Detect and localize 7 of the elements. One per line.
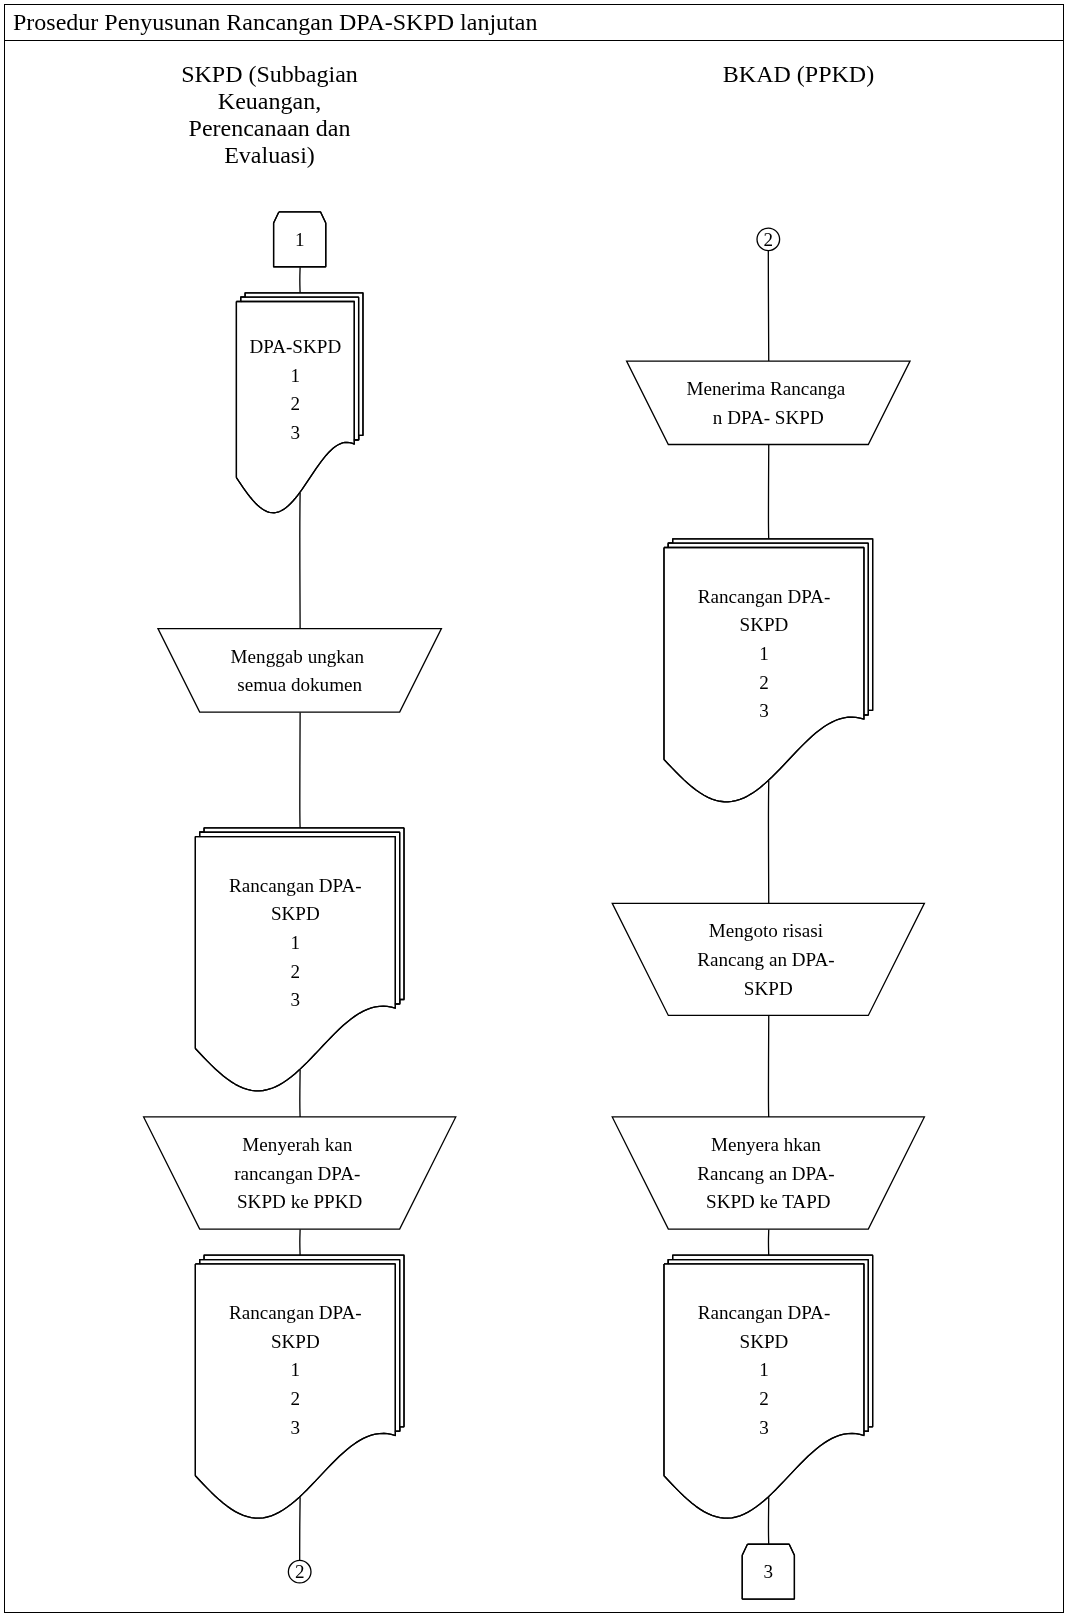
lane-heading: BKAD (PPKD) — [721, 61, 876, 89]
connector — [767, 1496, 770, 1546]
diagram-title: Prosedur Penyusunan Rancangan DPA-SKPD lanjutan — [5, 5, 1063, 41]
connector — [299, 1496, 301, 1561]
node-circle: 2 — [756, 227, 781, 252]
lane-heading: SKPD (Subbagian Keuangan, Perencanaan dan Evaluasi) — [180, 61, 359, 169]
node-circle: 2 — [287, 1559, 312, 1584]
